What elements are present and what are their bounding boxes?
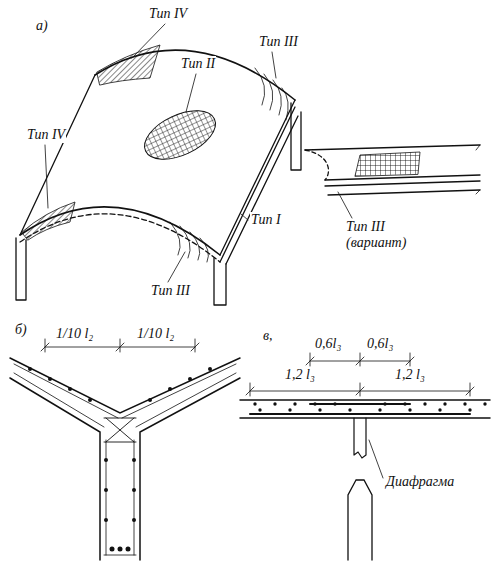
dimension-label: 0,6l₃ — [366, 336, 394, 352]
zone-label: Тип IV — [148, 6, 188, 22]
figure-letter: а) — [35, 18, 49, 34]
zone-label: Тип II — [180, 56, 216, 72]
dimension-label: 1,2 l₃ — [394, 367, 426, 383]
dimension-label: 1/10 l₂ — [136, 326, 175, 342]
dimension-label: 1/10 l₂ — [55, 326, 94, 342]
figure-letter: б) — [14, 322, 28, 338]
dimension-label: 1,2 l₃ — [284, 367, 316, 383]
zone-label: Тип I — [250, 212, 282, 228]
dimension-label: 0,6l₃ — [314, 336, 342, 352]
figure-letter: в, — [262, 328, 274, 344]
zone-label: Тип III — [258, 34, 299, 50]
zone-label: Тип IV — [26, 127, 66, 143]
part-label: Диафрагма — [385, 474, 455, 490]
zone-label: Тип III (вариант) — [345, 219, 427, 251]
zone-label: Тип III — [150, 283, 191, 299]
